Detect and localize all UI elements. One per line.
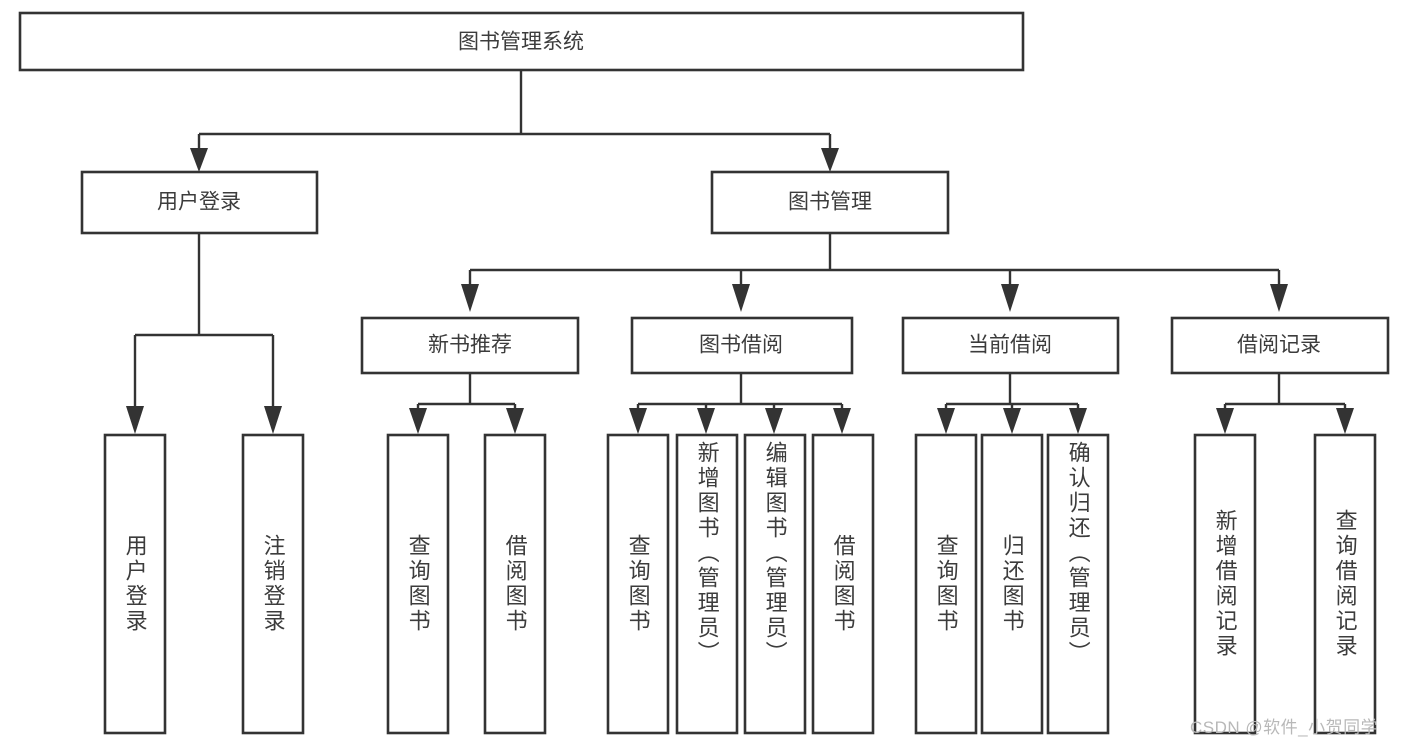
leaf-box-edit-book[interactable]: [743, 433, 807, 735]
node-book-borrow-label: 图书借阅: [699, 334, 783, 357]
csdn-watermark: CSDN @软件_小贺同学: [1190, 718, 1379, 737]
leaf-box-user-login[interactable]: [103, 433, 167, 735]
arrow-head-user-login: [190, 148, 208, 172]
leaf-box-confirm-return[interactable]: [1046, 433, 1110, 735]
arrow-head-leaf-query-record: [1336, 408, 1354, 434]
node-new-book-recommend-label: 新书推荐: [428, 334, 512, 357]
node-new-book-recommend-box[interactable]: [360, 316, 580, 375]
arrow-head-leaf-borrow-book-1: [506, 408, 524, 434]
connector-group-root: [190, 70, 839, 172]
arrow-head-leaf-user-login: [126, 406, 144, 434]
leaf-box-return-book[interactable]: [980, 433, 1044, 735]
arrow-head-book-management: [821, 148, 839, 172]
leaf-box-query-book-1[interactable]: [386, 433, 450, 735]
node-borrow-record[interactable]: 借阅记录: [1170, 316, 1390, 375]
connector-group-current-borrow: [937, 373, 1087, 434]
node-root-box[interactable]: [18, 11, 1025, 72]
connector-group-borrow-record: [1216, 373, 1354, 434]
leaf-boxes: [103, 433, 1377, 735]
arrow-head-leaf-query-book-3: [937, 408, 955, 434]
node-user-login[interactable]: 用户登录: [80, 170, 319, 235]
leaf-box-add-record[interactable]: [1193, 433, 1257, 735]
arrow-head-borrow-record: [1270, 284, 1288, 312]
arrow-head-current-borrow: [1001, 284, 1019, 312]
node-book-borrow-box[interactable]: [630, 316, 854, 375]
connector-group-new-book-recommend: [409, 373, 524, 434]
leaf-box-add-book[interactable]: [675, 433, 739, 735]
leaf-box-query-book-2[interactable]: [606, 433, 670, 735]
arrow-head-leaf-confirm-return: [1069, 408, 1087, 434]
node-current-borrow-box[interactable]: [901, 316, 1120, 375]
node-user-login-box[interactable]: [80, 170, 319, 235]
connector-group-user-login: [126, 233, 282, 434]
connector-group-book-borrow: [629, 373, 851, 434]
node-book-management[interactable]: 图书管理: [710, 170, 950, 235]
leaf-box-borrow-book-1[interactable]: [483, 433, 547, 735]
leaf-box-logout[interactable]: [241, 433, 305, 735]
arrow-head-leaf-query-book-1: [409, 408, 427, 434]
arrow-head-leaf-add-book: [697, 408, 715, 434]
node-root[interactable]: 图书管理系统: [18, 11, 1025, 72]
node-book-management-label: 图书管理: [788, 191, 872, 214]
arrow-head-leaf-query-book-2: [629, 408, 647, 434]
node-borrow-record-label: 借阅记录: [1237, 334, 1321, 357]
node-book-borrow[interactable]: 图书借阅: [630, 316, 854, 375]
node-book-management-box[interactable]: [710, 170, 950, 235]
leaf-box-borrow-book-2[interactable]: [811, 433, 875, 735]
node-new-book-recommend[interactable]: 新书推荐: [360, 316, 580, 375]
arrow-head-leaf-edit-book: [765, 408, 783, 434]
node-user-login-label: 用户登录: [157, 191, 241, 214]
arrow-head-leaf-return-book: [1003, 408, 1021, 434]
node-root-label: 图书管理系统: [458, 31, 584, 54]
arrow-head-leaf-add-record: [1216, 408, 1234, 434]
node-current-borrow-label: 当前借阅: [968, 334, 1052, 357]
leaf-box-query-book-3[interactable]: [914, 433, 978, 735]
node-borrow-record-box[interactable]: [1170, 316, 1390, 375]
arrow-head-book-borrow: [732, 284, 750, 312]
node-current-borrow[interactable]: 当前借阅: [901, 316, 1120, 375]
connector-group-book-management: [461, 233, 1288, 312]
arrow-head-new-book-recommend: [461, 284, 479, 312]
arrow-head-leaf-borrow-book-2: [833, 408, 851, 434]
arrow-head-leaf-logout: [264, 406, 282, 434]
leaf-box-query-record[interactable]: [1313, 433, 1377, 735]
